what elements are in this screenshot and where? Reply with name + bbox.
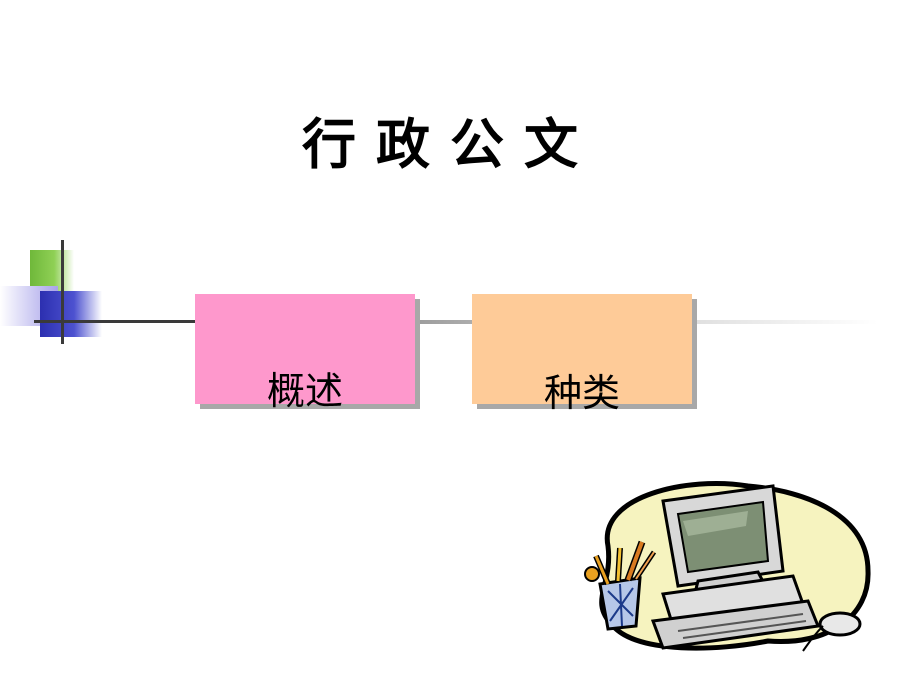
- categories-label: 种类: [543, 371, 620, 415]
- overview-label: 概述: [266, 369, 343, 413]
- computer-clipart-icon: [584, 481, 871, 652]
- categories-box[interactable]: 种类: [472, 294, 692, 415]
- corner-vertical-line: [61, 240, 64, 344]
- overview-box[interactable]: 概述: [195, 294, 415, 413]
- slide-title: 行政公文: [302, 112, 598, 176]
- corner-horizontal-line: [34, 320, 202, 323]
- corner-blue-square: [40, 291, 102, 337]
